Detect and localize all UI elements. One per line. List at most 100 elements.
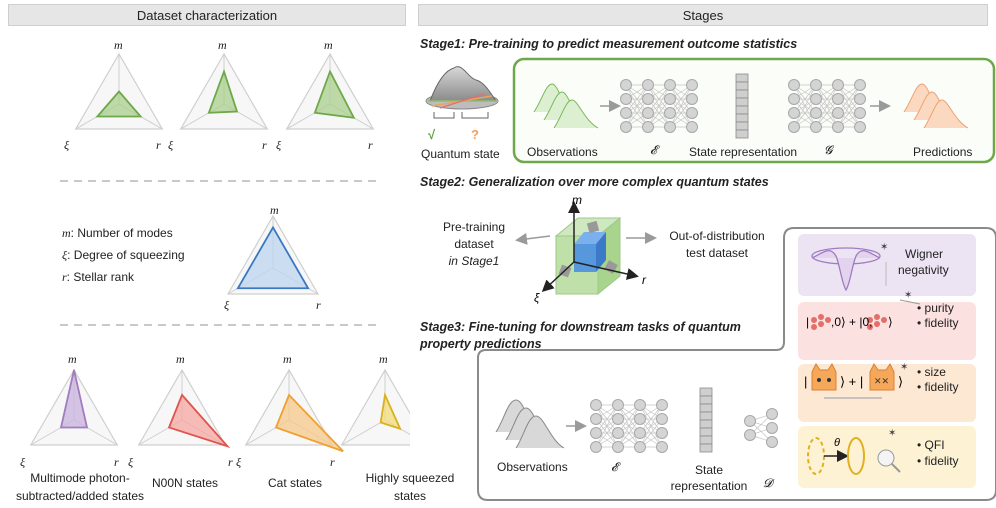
axis-label-m-1: m	[114, 38, 123, 52]
svg-text:⟩: ⟩	[888, 315, 893, 329]
axis-label-m-center: m	[270, 203, 279, 217]
staterep1-vector	[735, 73, 749, 139]
svg-text:⟩ + |: ⟩ + |	[840, 374, 863, 389]
cat-task-box	[798, 364, 976, 422]
stage3-decoder-label: 𝓓	[763, 476, 773, 490]
predictions-label: Predictions	[913, 145, 973, 159]
label-squeezed-1: Highly squeezed	[365, 471, 455, 485]
legend-r: r: Stellar rank	[62, 270, 135, 284]
pretraining-label-3: in Stage1	[448, 254, 500, 268]
dataset-characterization-header: Dataset characterization	[8, 4, 406, 26]
qfi-icon: θ ✶	[807, 428, 901, 475]
svg-text:✶: ✶	[904, 290, 912, 301]
noon-task-box	[798, 302, 976, 360]
check-mark: √	[428, 127, 436, 142]
predictions-curves	[903, 83, 969, 129]
noon-fidelity: • fidelity	[917, 316, 959, 330]
wigner-function-icon: ✶	[811, 242, 888, 292]
axis-label-m-2: m	[218, 38, 227, 52]
stage3-title-1: Stage3: Fine-tuning for downstream tasks…	[420, 320, 741, 334]
stage3-state-label-2: representation	[670, 479, 748, 493]
svg-text:|: |	[806, 315, 809, 329]
nn1-network	[620, 79, 698, 133]
stage1-observations-label: Observations	[527, 145, 598, 159]
axis-label-m-3: m	[324, 38, 333, 52]
cube-axis-xi: ξ	[534, 291, 540, 305]
radar-stage1-c	[285, 52, 375, 130]
svg-text:|: |	[804, 374, 807, 389]
stage1-title: Stage1: Pre-training to predict measurem…	[420, 37, 798, 51]
stage3-state-label-1: State	[694, 463, 724, 477]
radar-stage1-a	[74, 52, 164, 130]
label-cat: Cat states	[267, 476, 323, 490]
axis-label-m-5: m	[176, 352, 185, 366]
generalization-cube	[541, 201, 639, 296]
legend-xi: ξ: Degree of squeezing	[62, 248, 185, 262]
axis-label-xi-5: ξ	[128, 455, 134, 469]
nn4-network	[744, 408, 778, 448]
axis-label-m-4: m	[68, 352, 77, 366]
qfi-label: • QFI	[917, 438, 945, 452]
pretraining-label-1: Pre-training	[442, 220, 506, 234]
radar-multimode	[29, 368, 119, 446]
qfi-fidelity: • fidelity	[917, 454, 959, 468]
noon-ket-icon: | ,0⟩ + |0, ⟩ ✶	[806, 290, 921, 330]
ood-label-2: test dataset	[685, 246, 749, 260]
wigner-label-2: negativity	[898, 263, 949, 277]
axis-label-r-center: r	[316, 298, 321, 312]
stage1-encoder-label: 𝓔	[650, 143, 657, 157]
cube-axis-r: r	[642, 273, 647, 287]
axis-label-r-3: r	[368, 138, 373, 152]
cat-ket-icon: | ⟩ + | ✕✕ ⟩ ✶	[804, 362, 908, 399]
axis-label-xi-2: ξ	[168, 138, 174, 152]
axis-label-r-2: r	[262, 138, 267, 152]
svg-text:,0⟩ + |0,: ,0⟩ + |0,	[831, 315, 873, 329]
axis-label-r-4: r	[114, 455, 119, 469]
stage1-decoder-label: 𝓖	[824, 143, 833, 157]
axis-label-r-6: r	[330, 455, 335, 469]
wigner-label-1: Wigner	[905, 247, 944, 261]
radar-cat	[244, 368, 344, 453]
nn3-network	[590, 399, 668, 453]
radar-n00n	[137, 368, 231, 449]
stage3-observations-label: Observations	[497, 460, 568, 474]
svg-text:✕✕: ✕✕	[874, 376, 889, 386]
theta-label: θ	[834, 437, 840, 449]
radar-squeezed	[340, 368, 410, 446]
quantum-state-label: Quantum state	[421, 147, 500, 161]
label-squeezed-2: states	[393, 489, 426, 503]
radar-charts-panel	[29, 52, 410, 453]
stage3-encoder-label: 𝓔	[611, 460, 618, 474]
state-representation-label: State representation	[689, 145, 798, 159]
label-multimode-1: Multimode photon-	[30, 471, 130, 485]
stage3-title-2: property predictions	[420, 337, 542, 351]
stages-diagram: √ ? m r ξ	[425, 57, 996, 501]
staterep2-vector	[699, 387, 713, 453]
nn2-network	[788, 79, 866, 133]
svg-text:✶: ✶	[900, 362, 908, 373]
cat-fidelity: • fidelity	[917, 380, 959, 394]
stage2-title: Stage2: Generalization over more complex…	[420, 175, 769, 189]
stages-header: Stages	[418, 4, 988, 26]
axis-label-r-5: r	[228, 455, 233, 469]
pretraining-label-2: dataset	[454, 237, 494, 251]
stage3-box	[477, 227, 996, 501]
cube-axis-m: m	[572, 193, 582, 207]
quantum-state-icon	[425, 66, 499, 119]
axis-label-xi-center: ξ	[224, 298, 230, 312]
observations-curves	[533, 83, 599, 129]
svg-text:✶: ✶	[888, 428, 896, 439]
axis-label-xi-4: ξ	[20, 455, 26, 469]
radar-stage1-b	[179, 52, 269, 130]
svg-text:⟩: ⟩	[898, 374, 903, 389]
stage3-observations-curves	[495, 399, 565, 449]
axis-label-m-6: m	[283, 352, 292, 366]
cat-size: • size	[917, 365, 946, 379]
axis-label-xi-6: ξ	[236, 455, 242, 469]
noon-purity: • purity	[917, 301, 954, 315]
legend-m: m: Number of modes	[62, 226, 173, 240]
axis-label-xi-3: ξ	[276, 138, 282, 152]
axis-label-xi-1: ξ	[64, 138, 70, 152]
label-multimode-2: subtracted/added states	[15, 489, 145, 503]
question-mark: ?	[471, 127, 479, 142]
